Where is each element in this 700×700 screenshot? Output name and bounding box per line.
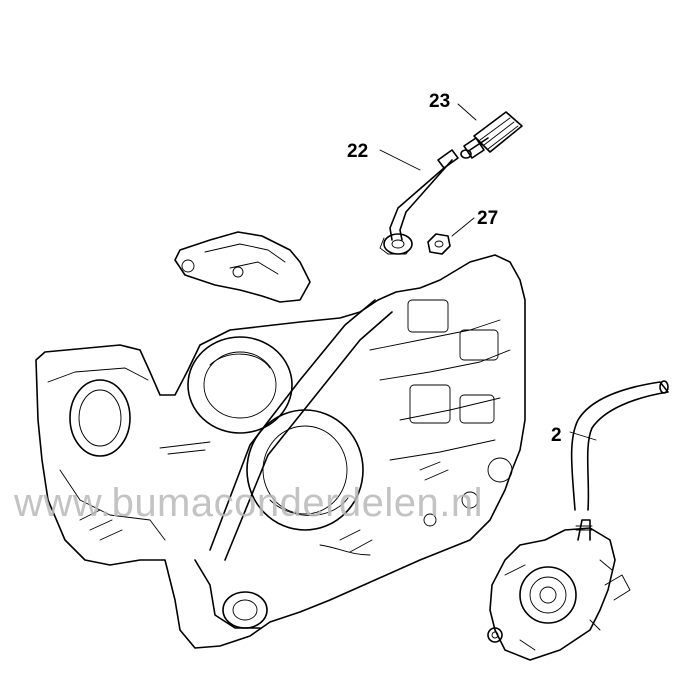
part-23-oil-strainer [460,111,523,159]
callout-22: 22 [347,141,368,162]
part-27-nut [427,233,451,255]
watermark-text: www.bumaconderdelen.nl [13,481,483,525]
callout-2: 2 [551,425,562,446]
crankcase-housing [35,231,526,649]
part-2-hose [570,380,669,511]
callout-leaders [379,103,597,441]
callout-23: 23 [429,91,450,112]
oil-pump-assembly [487,519,631,661]
callout-27: 27 [477,208,498,229]
part-22-pickup-line [379,149,459,255]
